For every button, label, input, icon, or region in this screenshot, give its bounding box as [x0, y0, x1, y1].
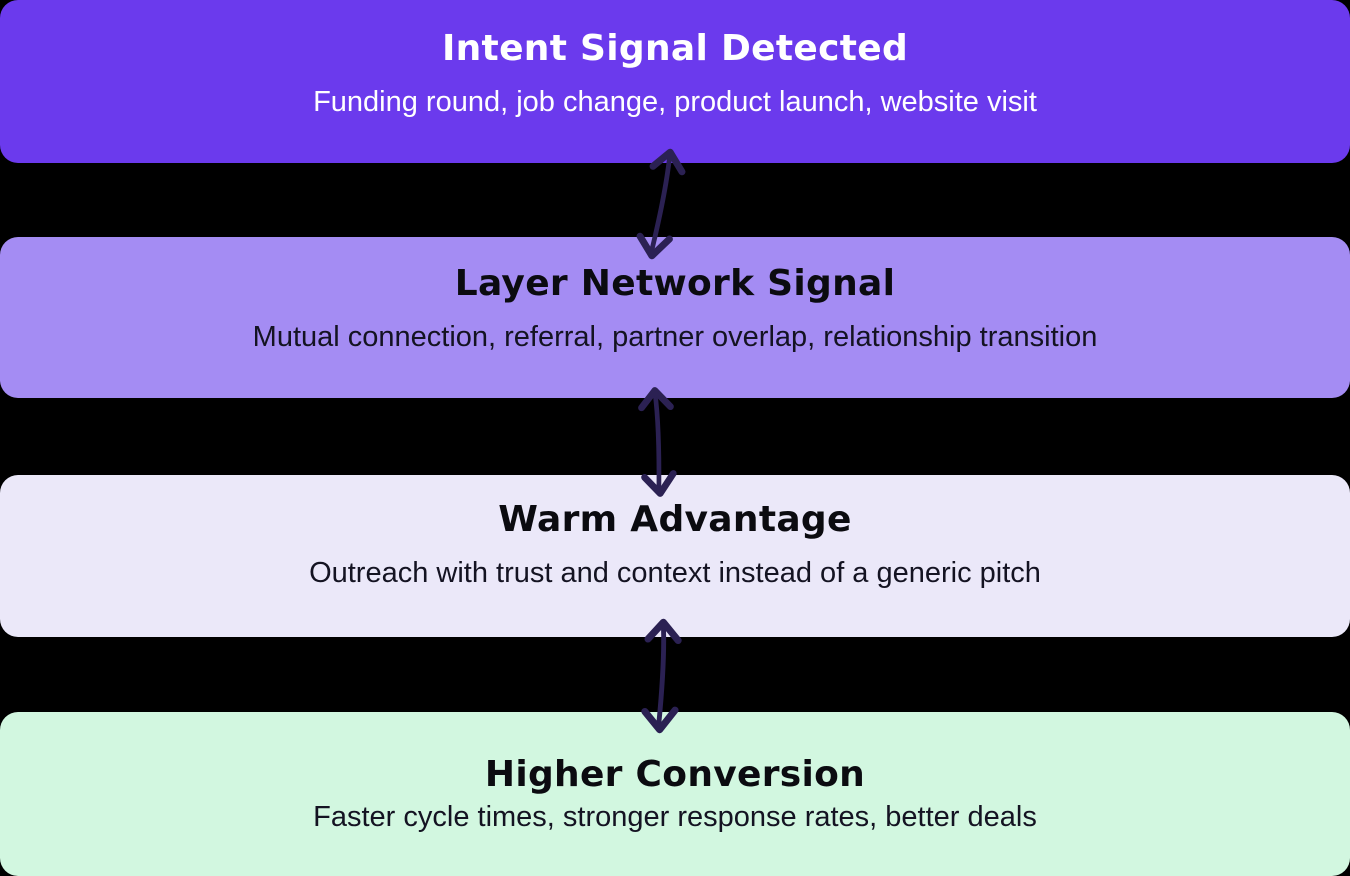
step-subtitle: Funding round, job change, product launc… — [313, 86, 1037, 119]
step-title: Higher Conversion — [484, 754, 866, 795]
step-card-layer-network-signal: Layer Network Signal Mutual connection, … — [0, 237, 1350, 398]
step-card-warm-advantage: Warm Advantage Outreach with trust and c… — [0, 475, 1350, 637]
step-title: Layer Network Signal — [454, 263, 896, 304]
step-title: Warm Advantage — [498, 499, 852, 540]
step-title: Intent Signal Detected — [441, 28, 909, 69]
step-subtitle: Outreach with trust and context instead … — [309, 557, 1041, 590]
step-card-intent-signal: Intent Signal Detected Funding round, jo… — [0, 0, 1350, 163]
step-card-higher-conversion: Higher Conversion Faster cycle times, st… — [0, 712, 1350, 876]
step-subtitle: Mutual connection, referral, partner ove… — [252, 321, 1098, 354]
double-arrow-icon — [628, 141, 694, 267]
step-subtitle: Faster cycle times, stronger response ra… — [313, 801, 1037, 834]
double-arrow-icon — [636, 614, 687, 739]
double-arrow-icon — [630, 382, 685, 503]
